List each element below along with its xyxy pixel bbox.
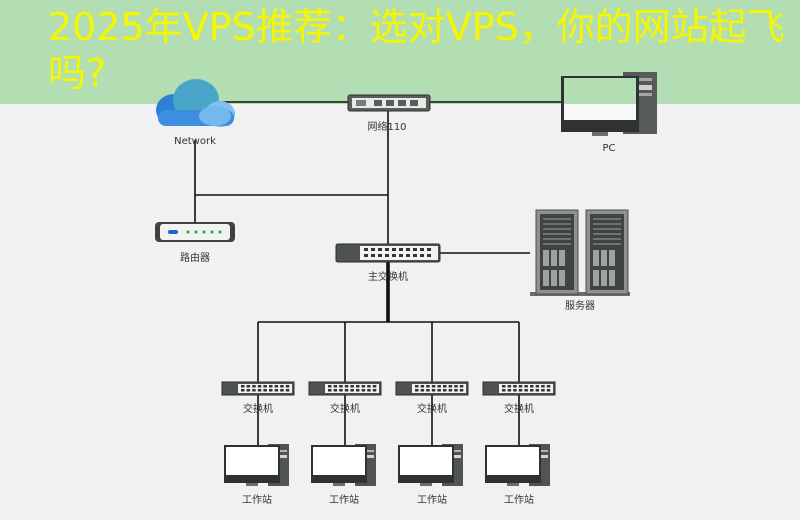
workstation-icon [398, 444, 463, 486]
access-switch-icon [221, 381, 295, 396]
servers-label: 服务器 [565, 301, 595, 312]
network-label: Network [174, 136, 216, 147]
access-switch-icon [308, 381, 382, 396]
server-rack-icon [530, 209, 630, 296]
access-switch-icon [482, 381, 556, 396]
cloud-icon [156, 79, 235, 127]
router-icon [155, 222, 235, 242]
access-switch-icon [395, 381, 469, 396]
workstation-label: 工作站 [504, 495, 534, 506]
workstation-icon [224, 444, 289, 486]
workstation-icon [311, 444, 376, 486]
page-title: 2025年VPS推荐：选对VPS，你的网站起飞吗? [48, 5, 785, 95]
router-label: 路由器 [180, 253, 210, 264]
workstation-icon [485, 444, 550, 486]
core-switch-label: 主交换机 [368, 272, 408, 283]
workstation-label: 工作站 [417, 495, 447, 506]
desktop-computer-icon [561, 72, 657, 136]
wan-switch-icon [347, 94, 431, 112]
workstation-label: 工作站 [242, 495, 272, 506]
access-switch-label: 交换机 [504, 404, 534, 415]
wan-switch-label: 网络110 [367, 122, 407, 133]
connection-lines [194, 101, 600, 445]
core-switch-icon [335, 243, 441, 263]
pc-label: PC [602, 143, 616, 154]
workstation-label: 工作站 [329, 495, 359, 506]
access-switch-label: 交换机 [243, 404, 273, 415]
access-switch-label: 交换机 [330, 404, 360, 415]
title-banner: 2025年VPS推荐：选对VPS，你的网站起飞吗? [0, 0, 800, 104]
access-switch-label: 交换机 [417, 404, 447, 415]
